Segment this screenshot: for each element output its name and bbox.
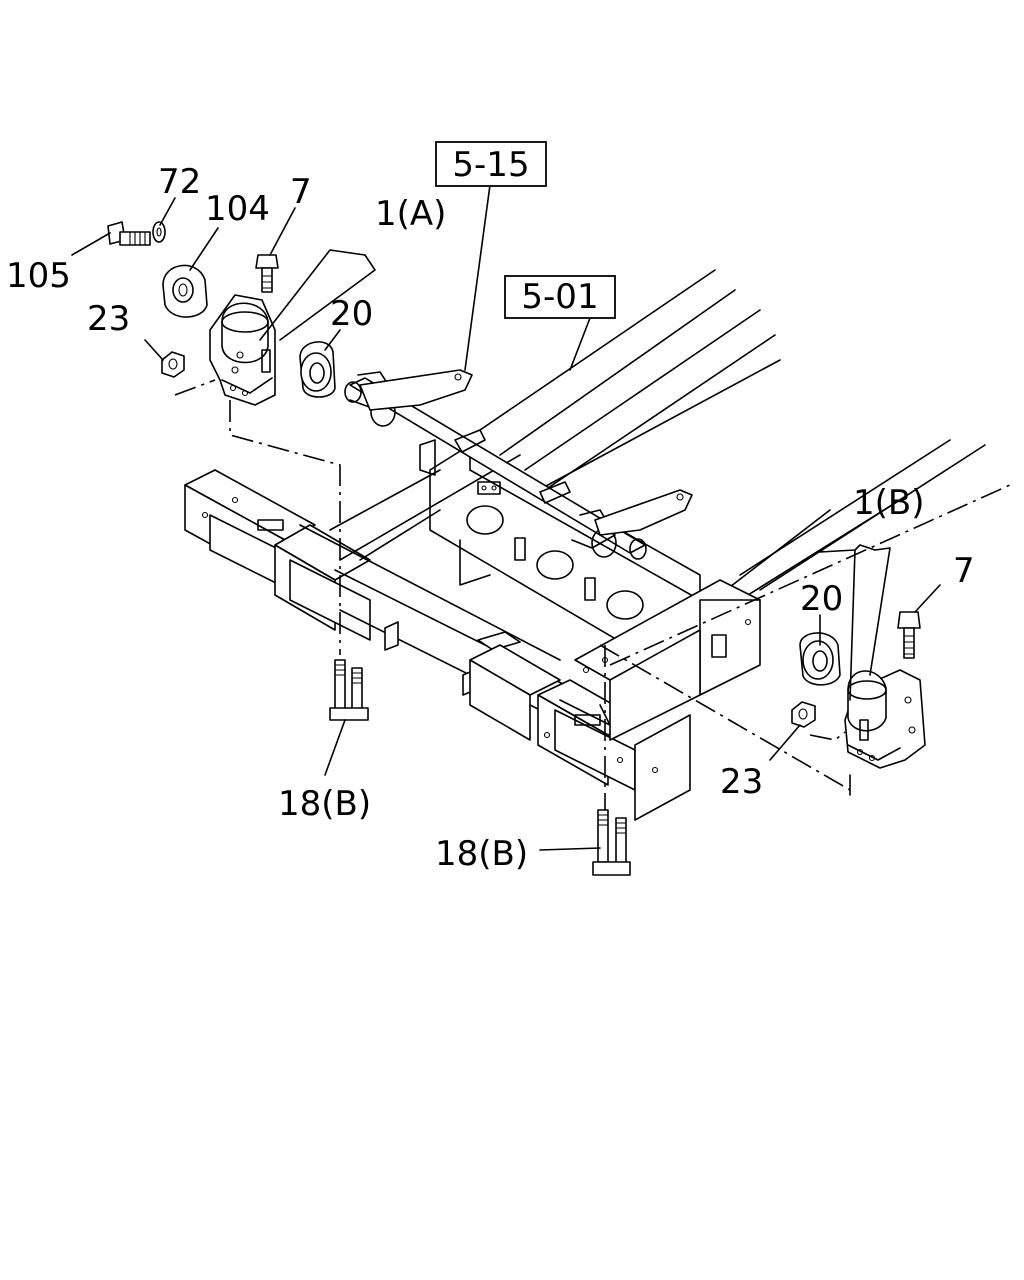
- callout-20-right: 20: [800, 579, 843, 619]
- u-bolt-right: [592, 809, 631, 876]
- reference-box-5-15[interactable]: 5-15: [435, 141, 547, 187]
- washer: [152, 221, 166, 243]
- cam-plate: [162, 264, 208, 318]
- bolt-105: [107, 221, 151, 246]
- callout-23-right: 23: [720, 762, 763, 802]
- nut-23-right: [791, 701, 816, 728]
- side-rail-rear: [479, 269, 986, 611]
- callout-7-right: 7: [953, 551, 975, 591]
- bolt-7-right: [897, 611, 921, 659]
- callout-104: 104: [205, 189, 270, 229]
- reference-box-5-01[interactable]: 5-01: [504, 275, 616, 319]
- callout-18b-right: 18(B): [435, 834, 528, 874]
- bracket-left: [209, 294, 276, 406]
- bushing-left: [299, 341, 336, 398]
- stabilizer-bar: [344, 371, 647, 560]
- assembly-lines: [174, 379, 1011, 810]
- bushing-right: [799, 632, 841, 686]
- nut-23-left: [161, 351, 185, 378]
- leader-lines: [71, 184, 941, 851]
- callout-23-left: 23: [87, 299, 130, 339]
- callout-18b-left: 18(B): [278, 784, 371, 824]
- callout-105: 105: [6, 256, 71, 296]
- callout-1a: 1(A): [375, 194, 446, 234]
- callout-7-left: 7: [290, 172, 312, 212]
- bracket-right: [844, 669, 926, 769]
- callout-1b: 1(B): [853, 483, 925, 523]
- link-arm: [359, 369, 693, 536]
- ref-label-5-15: 5-15: [452, 145, 529, 185]
- bolt-7-left: [255, 254, 279, 293]
- callout-20-left: 20: [330, 294, 373, 334]
- callout-72: 72: [158, 162, 201, 202]
- ref-label-5-01: 5-01: [521, 277, 598, 317]
- u-bolt-left: [329, 659, 369, 721]
